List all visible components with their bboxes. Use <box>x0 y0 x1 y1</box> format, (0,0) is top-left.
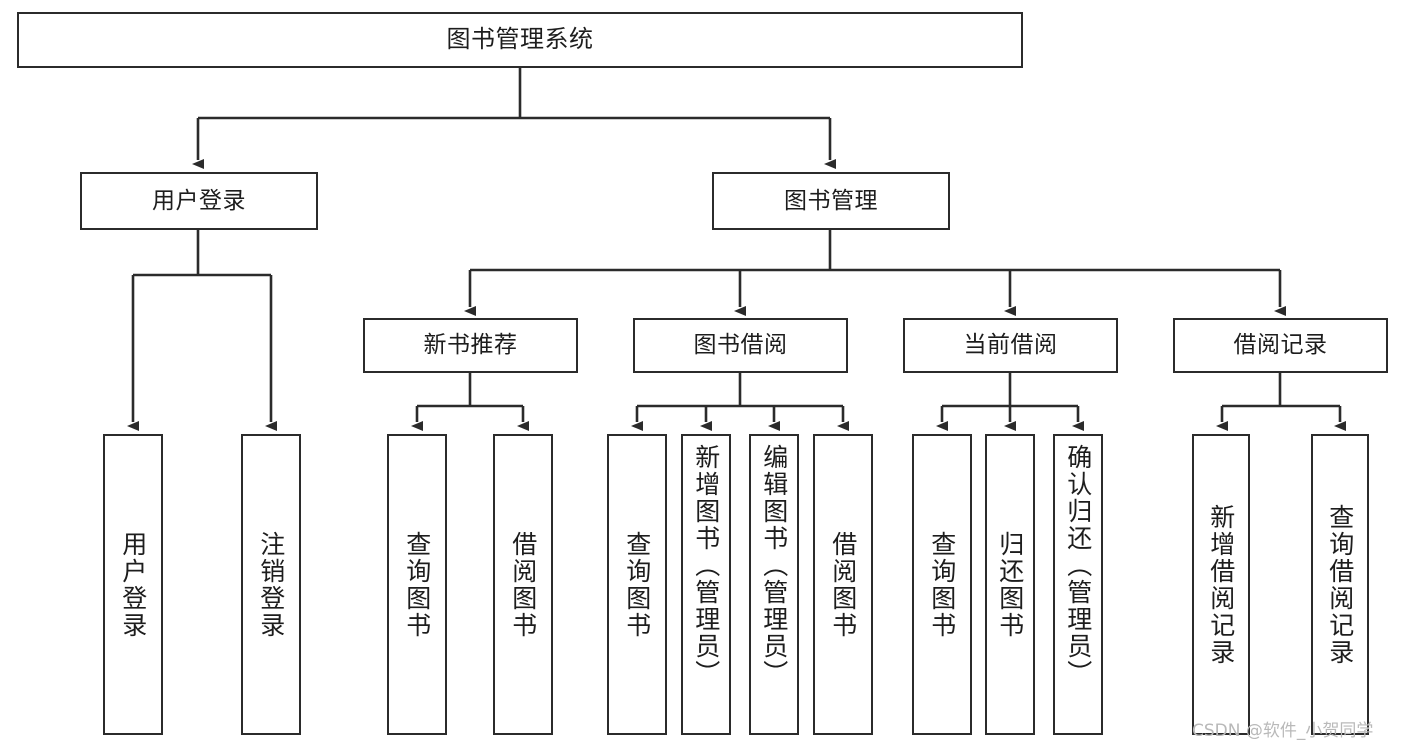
leaf-add-record[interactable]: 新增借阅记录 <box>1192 434 1250 735</box>
leaf-borrow-book-2[interactable]: 借阅图书 <box>813 434 873 735</box>
node-label: 新书推荐 <box>423 332 518 359</box>
node-label: 查询图书 <box>622 530 652 639</box>
node-label: 借阅记录 <box>1233 332 1328 359</box>
node-label: 注销登录 <box>256 530 286 639</box>
leaf-borrow-book-1[interactable]: 借阅图书 <box>493 434 553 735</box>
node-label: 查询借阅记录 <box>1325 503 1355 666</box>
node-label: 查询图书 <box>402 530 432 639</box>
node-label: 编辑图书（管理员） <box>759 444 789 687</box>
csdn-watermark: CSDN @软件_小贺同学 <box>1192 721 1374 741</box>
node-label: 借阅图书 <box>828 530 858 639</box>
node-label: 当前借阅 <box>963 332 1058 359</box>
leaf-query-book-3[interactable]: 查询图书 <box>912 434 972 735</box>
node-root-system[interactable]: 图书管理系统 <box>17 12 1023 68</box>
leaf-edit-book[interactable]: 编辑图书（管理员） <box>749 434 799 735</box>
leaf-return-book[interactable]: 归还图书 <box>985 434 1035 735</box>
node-label: 图书借阅 <box>693 332 788 359</box>
node-label: 新增借阅记录 <box>1206 503 1236 666</box>
node-label: 用户登录 <box>118 530 148 639</box>
leaf-user-logout[interactable]: 注销登录 <box>241 434 301 735</box>
node-label: 查询图书 <box>927 530 957 639</box>
node-book-manage[interactable]: 图书管理 <box>712 172 950 230</box>
leaf-query-book-1[interactable]: 查询图书 <box>387 434 447 735</box>
node-label: 用户登录 <box>152 187 246 214</box>
node-label: 借阅图书 <box>508 530 538 639</box>
leaf-confirm-return[interactable]: 确认归还（管理员） <box>1053 434 1103 735</box>
leaf-add-book[interactable]: 新增图书（管理员） <box>681 434 731 735</box>
node-user-login[interactable]: 用户登录 <box>80 172 318 230</box>
node-new-book-rec[interactable]: 新书推荐 <box>363 318 578 373</box>
node-label: 图书管理系统 <box>446 25 594 54</box>
node-label: 归还图书 <box>995 530 1025 639</box>
leaf-query-book-2[interactable]: 查询图书 <box>607 434 667 735</box>
node-label: 新增图书（管理员） <box>691 444 721 687</box>
node-label: 确认归还（管理员） <box>1063 444 1093 687</box>
node-label: 图书管理 <box>784 187 878 214</box>
node-current-borrow[interactable]: 当前借阅 <box>903 318 1118 373</box>
leaf-query-record[interactable]: 查询借阅记录 <box>1311 434 1369 735</box>
node-borrow-record[interactable]: 借阅记录 <box>1173 318 1388 373</box>
node-book-borrow[interactable]: 图书借阅 <box>633 318 848 373</box>
leaf-user-login[interactable]: 用户登录 <box>103 434 163 735</box>
